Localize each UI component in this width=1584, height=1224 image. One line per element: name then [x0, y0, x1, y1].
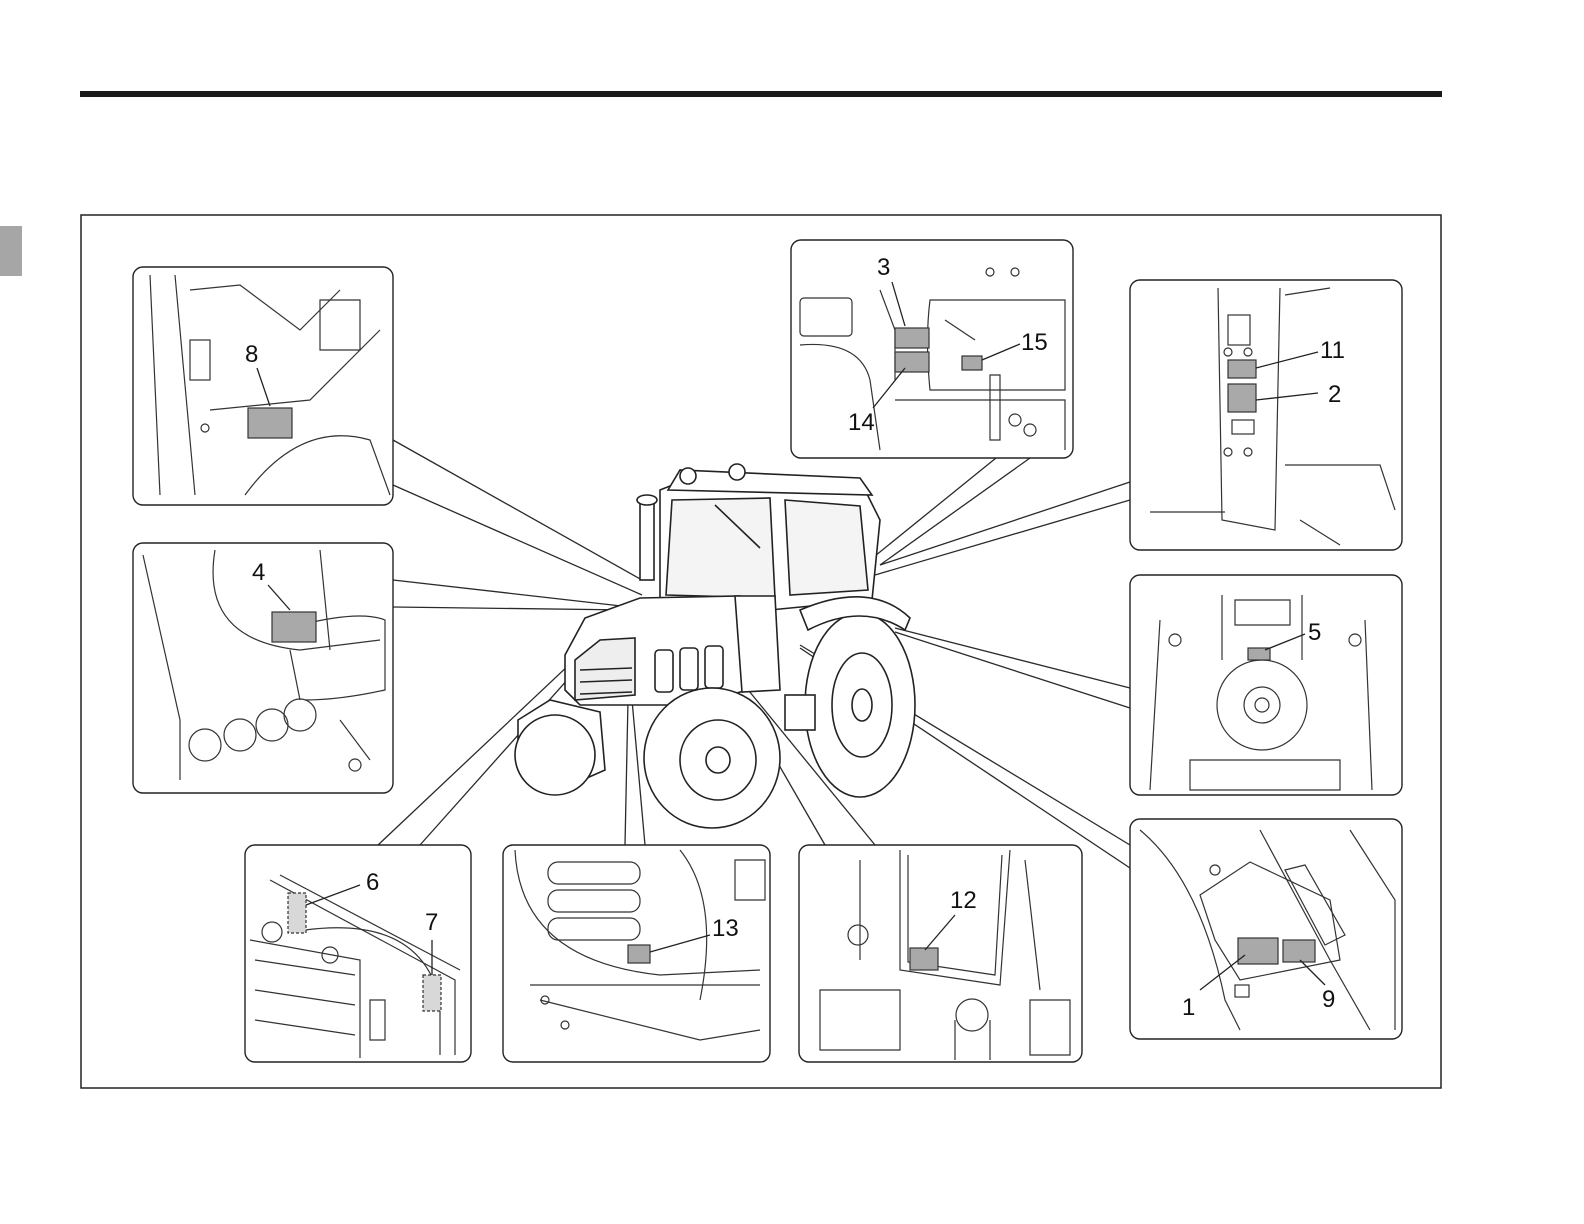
inset-panel-3-13-15: 3 14 15	[791, 240, 1073, 458]
decal-14-label	[628, 945, 650, 963]
callout-4: 4	[252, 559, 265, 586]
inset-panel-11-2: 11 2	[1130, 280, 1402, 550]
callout-15: 15	[1021, 329, 1048, 356]
callout-5: 5	[1308, 619, 1321, 646]
inset-panel-6-7: 6 7	[245, 845, 471, 1062]
decal-1-label	[1238, 938, 1278, 964]
callout-6: 6	[366, 869, 379, 896]
section-tab	[0, 226, 22, 276]
callout-3: 3	[877, 254, 890, 281]
decal-4-label	[272, 612, 316, 642]
callout-7: 7	[425, 909, 438, 936]
decal-2-label	[1228, 384, 1256, 412]
decal-15-label	[962, 356, 982, 370]
decal-9-label	[1283, 940, 1315, 962]
inset-panel-8: 8	[133, 267, 393, 505]
callout-13: 14	[848, 409, 875, 436]
inset-panel-14: 13	[503, 845, 770, 1062]
callout-1: 1	[1182, 994, 1195, 1021]
callout-12: 12	[950, 887, 977, 914]
decal-8-label	[248, 408, 292, 438]
tractor-illustration	[515, 464, 915, 828]
callout-11: 11	[1320, 337, 1345, 364]
header-rule	[80, 91, 1442, 97]
callout-14: 13	[712, 915, 739, 942]
decal-13-label	[895, 352, 929, 372]
callout-9: 9	[1322, 986, 1335, 1013]
inset-panel-12: 12	[799, 845, 1082, 1062]
inset-panel-5: 5	[1130, 575, 1402, 795]
decal-12-label	[910, 948, 938, 970]
decal-6-label	[288, 893, 306, 933]
callout-8: 8	[245, 341, 258, 368]
decal-11-label	[1228, 360, 1256, 378]
inset-panel-1-9: 1 9	[1130, 819, 1402, 1039]
inset-panel-4: 4	[133, 543, 393, 793]
decal-3-label	[895, 328, 929, 348]
callout-2: 2	[1328, 381, 1341, 408]
decal-7-label	[423, 975, 441, 1011]
